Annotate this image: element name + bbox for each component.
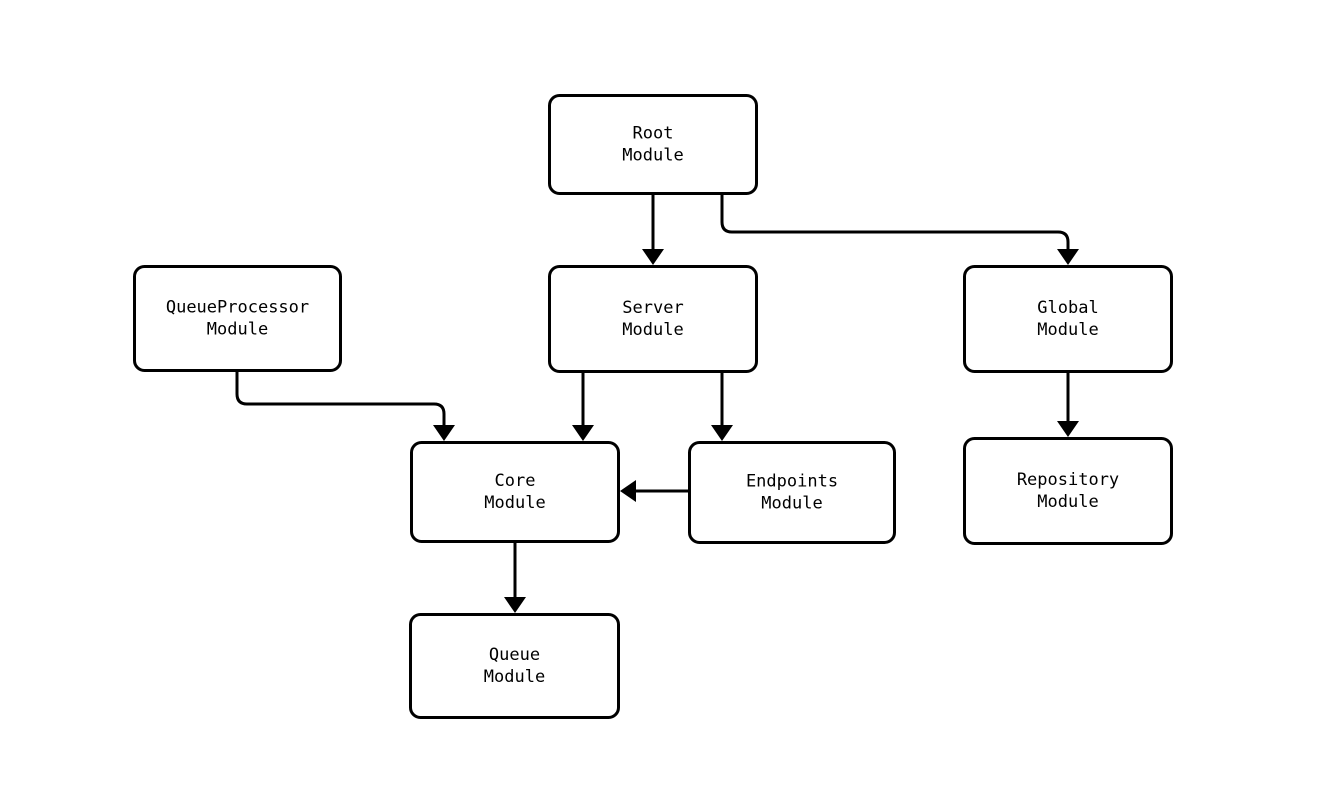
node-label-line2: Module <box>622 320 683 340</box>
node-box[interactable] <box>548 265 758 373</box>
edge-root-server <box>642 195 664 265</box>
node-label-line2: Module <box>1037 492 1098 512</box>
edge-global-repository <box>1057 373 1079 437</box>
edge-endpoints-core <box>620 480 688 502</box>
arrowhead-icon <box>1057 421 1079 437</box>
edge-line <box>720 195 1070 255</box>
node-label-line1: Core <box>495 471 536 491</box>
edge-server-core <box>572 373 594 441</box>
node-label-line1: Server <box>622 298 683 318</box>
node-label-line1: QueueProcessor <box>166 298 309 318</box>
arrowhead-icon <box>433 425 455 441</box>
arrowhead-icon <box>572 425 594 441</box>
edge-root-global <box>720 195 1079 265</box>
edge-core-queue <box>504 543 526 613</box>
node-box[interactable] <box>133 265 342 372</box>
node-label-line1: Root <box>633 124 674 144</box>
arrowhead-icon <box>504 597 526 613</box>
edge-queueprocessor-core <box>235 372 455 441</box>
node-box[interactable] <box>409 613 620 719</box>
edge-line <box>235 372 446 431</box>
node-box[interactable] <box>963 265 1173 373</box>
node-label-line2: Module <box>484 667 545 687</box>
node-label-line1: Global <box>1037 298 1098 318</box>
node-box[interactable] <box>688 441 896 544</box>
arrowhead-icon <box>1057 249 1079 265</box>
node-label-line2: Module <box>761 494 822 514</box>
node-box[interactable] <box>548 94 758 195</box>
arrowhead-icon <box>620 480 636 502</box>
node-label-line1: Queue <box>489 645 540 665</box>
node-label-line1: Endpoints <box>746 472 838 492</box>
nodes-layer: RootModuleQueueProcessorModuleServerModu… <box>133 94 1173 719</box>
node-label-line2: Module <box>622 146 683 166</box>
node-label-line2: Module <box>1037 320 1098 340</box>
arrowhead-icon <box>711 425 733 441</box>
node-label-line2: Module <box>207 320 268 340</box>
edge-server-endpoints <box>711 373 733 441</box>
node-label-line1: Repository <box>1017 470 1119 490</box>
node-label-line2: Module <box>484 493 545 513</box>
edges-layer <box>235 195 1079 613</box>
arrowhead-icon <box>642 249 664 265</box>
node-box[interactable] <box>410 441 620 543</box>
node-box[interactable] <box>963 437 1173 545</box>
